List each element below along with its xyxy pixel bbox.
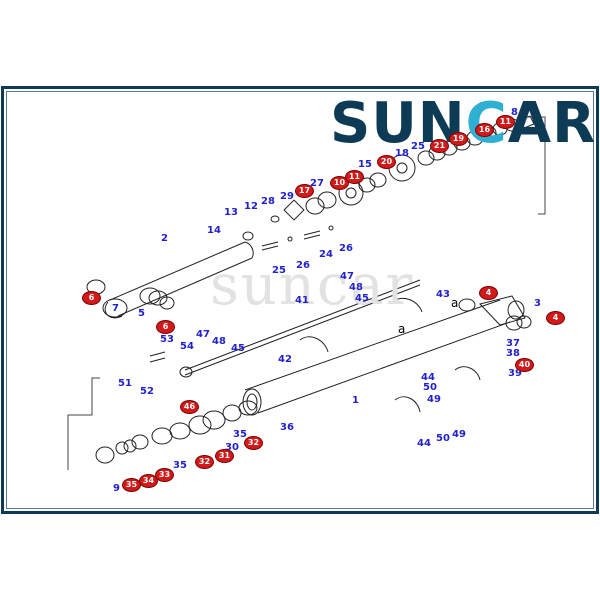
o-ring xyxy=(159,296,175,310)
bushing xyxy=(139,287,161,305)
part-label: 50 xyxy=(423,382,437,393)
part-badge: 11 xyxy=(496,115,515,129)
part-label: 37 xyxy=(506,338,520,349)
suncar-logo: SUNCAR xyxy=(330,91,597,156)
watermark: suncar xyxy=(210,253,415,318)
part-badge: 16 xyxy=(475,123,494,137)
part-label: 13 xyxy=(224,207,238,218)
part-badge: 21 xyxy=(430,139,449,153)
clamp xyxy=(391,297,423,313)
part-label: 42 xyxy=(278,354,292,365)
part-label: 18 xyxy=(395,148,409,159)
part-label: 5 xyxy=(138,308,145,319)
part-badge: 10 xyxy=(330,176,349,190)
part-badge: 33 xyxy=(155,468,174,482)
part-label: 45 xyxy=(231,343,245,354)
part-label: 9 xyxy=(113,483,120,494)
part-badge: 6 xyxy=(156,320,175,334)
part-label: 12 xyxy=(244,201,258,212)
part-label: 1 xyxy=(352,395,359,406)
part-label: 45 xyxy=(355,293,369,304)
piston-rod xyxy=(102,231,254,319)
part-label: 52 xyxy=(140,386,154,397)
part-badge: 35 xyxy=(122,478,141,492)
part-label: 50 xyxy=(436,433,450,444)
part-label: 44 xyxy=(421,372,435,383)
cylinder-tube xyxy=(242,295,526,416)
part-label: 48 xyxy=(349,282,363,293)
part-label: 49 xyxy=(427,394,441,405)
pipe xyxy=(184,279,421,376)
part-label: 28 xyxy=(261,196,275,207)
part-label: 30 xyxy=(225,442,239,453)
reference-mark: a xyxy=(398,322,406,336)
part-label: 47 xyxy=(196,329,210,340)
part-badge: 40 xyxy=(515,358,534,372)
part-badge: 4 xyxy=(479,286,498,300)
part-label: 38 xyxy=(506,348,520,359)
part-label: 29 xyxy=(280,191,294,202)
part-badge: 6 xyxy=(82,291,101,305)
part-label: 41 xyxy=(295,295,309,306)
part-badge: 34 xyxy=(139,474,158,488)
part-label: 49 xyxy=(452,429,466,440)
part-badge: 17 xyxy=(295,184,314,198)
part-label: 39 xyxy=(508,368,522,379)
part-badge: 46 xyxy=(180,400,199,414)
part-label: 35 xyxy=(233,429,247,440)
part-label: 47 xyxy=(340,271,354,282)
part-badge: 11 xyxy=(345,170,364,184)
part-label: 25 xyxy=(411,141,425,152)
part-badge: 31 xyxy=(215,449,234,463)
seal-stack-lower xyxy=(95,400,258,464)
part-label: 54 xyxy=(180,341,194,352)
part-label: 53 xyxy=(160,334,174,345)
clamp xyxy=(299,336,329,353)
part-label: 3 xyxy=(534,298,541,309)
part-label: 36 xyxy=(280,422,294,433)
reference-mark: a xyxy=(451,296,459,310)
part-label: 27 xyxy=(310,178,324,189)
part-label: 2 xyxy=(161,233,168,244)
o-ring xyxy=(458,298,476,312)
part-label: 51 xyxy=(118,378,132,389)
part-badge: 32 xyxy=(195,455,214,469)
part-label: 43 xyxy=(436,289,450,300)
part-label: 7 xyxy=(112,303,119,314)
part-label: 26 xyxy=(296,260,310,271)
part-label: 25 xyxy=(272,265,286,276)
part-label: 35 xyxy=(173,460,187,471)
part-label: 44 xyxy=(417,438,431,449)
part-label: 14 xyxy=(207,225,221,236)
part-badge: 19 xyxy=(449,132,468,146)
part-badge: 20 xyxy=(377,155,396,169)
part-label: 15 xyxy=(358,159,372,170)
part-label: 24 xyxy=(319,249,333,260)
part-label: 48 xyxy=(212,336,226,347)
part-badge: 32 xyxy=(244,436,263,450)
part-badge: 4 xyxy=(546,311,565,325)
part-label: 8 xyxy=(511,107,518,118)
part-label: 26 xyxy=(339,243,353,254)
